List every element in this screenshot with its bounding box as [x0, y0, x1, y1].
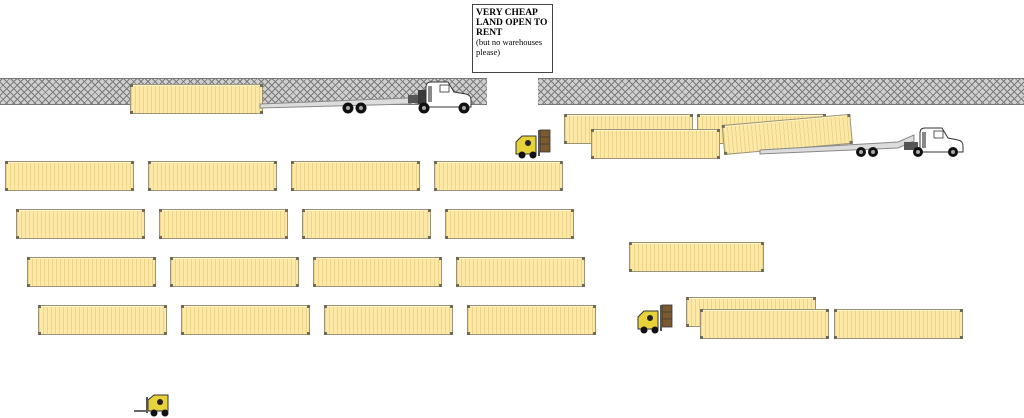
container[interactable] — [629, 242, 764, 272]
forklift-icon[interactable] — [134, 393, 178, 417]
sign-sub-line-2: please) — [476, 46, 501, 57]
forklift-icon[interactable] — [514, 128, 558, 160]
container[interactable] — [5, 161, 134, 191]
container[interactable] — [324, 305, 453, 335]
forklift-icon[interactable] — [636, 303, 680, 335]
sign-line-3: RENT — [476, 28, 503, 38]
container[interactable] — [130, 84, 263, 114]
rent-sign[interactable]: VERY CHEAP LAND OPEN TO RENT (but no war… — [472, 4, 553, 73]
container[interactable] — [313, 257, 442, 287]
container[interactable] — [700, 309, 829, 339]
container[interactable] — [38, 305, 167, 335]
container[interactable] — [159, 209, 288, 239]
container[interactable] — [181, 305, 310, 335]
container[interactable] — [170, 257, 299, 287]
sign-sub-line-1: (but no warehouses — [476, 37, 543, 47]
container[interactable] — [834, 309, 963, 339]
container[interactable] — [434, 161, 563, 191]
container[interactable] — [591, 129, 720, 159]
fence-right — [538, 78, 1024, 105]
container[interactable] — [456, 257, 585, 287]
container[interactable] — [291, 161, 420, 191]
sign-line-1: VERY CHEAP — [476, 8, 538, 18]
container[interactable] — [302, 209, 431, 239]
container[interactable] — [148, 161, 277, 191]
sign-line-2: LAND OPEN TO — [476, 18, 548, 28]
truck-icon[interactable] — [258, 78, 474, 118]
container[interactable] — [16, 209, 145, 239]
truck-icon[interactable] — [758, 124, 968, 160]
container[interactable] — [467, 305, 596, 335]
container[interactable] — [445, 209, 574, 239]
container[interactable] — [27, 257, 156, 287]
